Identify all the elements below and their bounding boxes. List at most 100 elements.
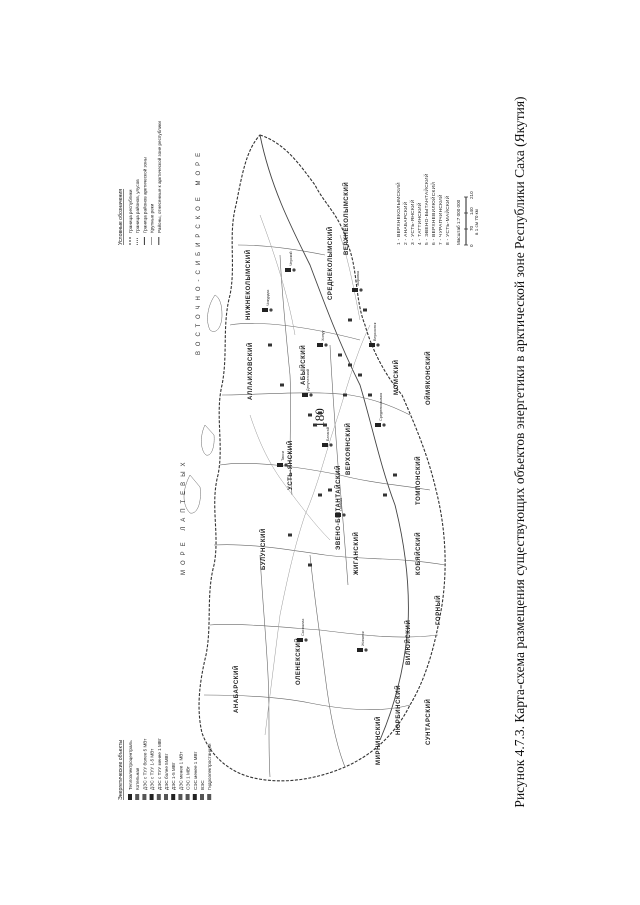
energy-object-marker: [277, 463, 283, 467]
scale-tick-label: 210: [469, 191, 474, 199]
sea-label-east-siberian: ВОСТОЧНО-СИБИРСКОЕ МОРЕ: [196, 148, 202, 355]
region-label: ВЕРХОЯНСКИЙ: [344, 423, 352, 475]
legend-energy-symbol: [135, 794, 140, 800]
legend-energy-item: ДЭС 1-5 МВт: [171, 761, 176, 790]
islands: [183, 294, 223, 514]
region-label: АНАБАРСКИЙ: [232, 665, 240, 713]
settlement-label: Черский: [289, 251, 293, 266]
numbered-list-item: 7 - ЧУРАПЧИНСКИЙ: [436, 194, 444, 245]
legend-energy-symbol: [171, 794, 176, 800]
energy-object-marker: [323, 423, 327, 427]
legend-energy-symbol: [178, 794, 183, 800]
legend-energy-item: ДЭС более 5МВт: [164, 753, 169, 790]
settlement-label: Депутатский: [306, 369, 310, 391]
legend-energy-item: СЭС менее 1 МВт: [193, 751, 198, 790]
region-label: БУЛУНСКИЙ: [259, 528, 267, 570]
arctic-zone-border: [259, 134, 409, 741]
settlement-dot: [292, 268, 296, 272]
scale-sub: в 1 см 70 км: [474, 209, 479, 235]
energy-object-marker: [285, 268, 291, 272]
energy-object-marker: [393, 473, 397, 477]
legend-energy-item: ДЭС с ТУУ 1-5 МВт: [150, 748, 155, 790]
legend-energy-symbol: [164, 794, 168, 800]
legend-energy-item: Гидроэлектростанция: [207, 743, 212, 790]
scale-label: Масштаб 1:7 000 000: [456, 199, 461, 245]
region-label: ТОМПОНСКИЙ: [414, 456, 422, 505]
settlement-label: Жиганск: [361, 631, 365, 646]
numbered-list-item: 1 - ВЕРХНЕКОЛЫМСКИЙ: [394, 182, 402, 245]
energy-object-marker: [363, 308, 367, 312]
settlement-label: Среднеколымск: [379, 393, 383, 421]
scale-tick-label: 70: [469, 225, 474, 231]
legend-symbol-item: Крупные реки: [150, 203, 155, 233]
figure-caption: Рисунок 4.7.3. Карта-схема размещения су…: [512, 96, 527, 808]
region-labels: АНАБАРСКИЙ ОЛЕНЕКСКИЙ БУЛУНСКИЙ ЖИГАНСКИ…: [232, 182, 442, 765]
legend-energy-symbol: [192, 794, 197, 800]
energy-object-marker: [358, 373, 362, 377]
region-label: НИЖНЕКОЛЫМСКИЙ: [244, 249, 252, 320]
energy-object-marker: [308, 563, 312, 567]
settlement-label: Батагай: [326, 427, 330, 441]
legend-energy-symbol: [142, 794, 147, 800]
energy-object-marker: [308, 413, 312, 417]
energy-object-marker: [313, 423, 317, 427]
region-label: МОМСКИЙ: [392, 360, 400, 395]
legend-energy-symbol: [156, 794, 161, 800]
settlement-dot: [269, 308, 273, 312]
energy-object-marker: [297, 638, 303, 642]
legend-energy-item: СЭС 1 МВт: [186, 765, 191, 790]
energy-object-marker: [288, 533, 292, 537]
republic-border: [198, 134, 446, 782]
map-svg: МОРЕ ЛАПТЕВЫХ ВОСТОЧНО-СИБИРСКОЕ МОРЕ АН…: [118, 121, 479, 800]
numbered-list-item: 8 - УСТЬ-МАЙСКИЙ: [443, 195, 451, 245]
settlement-dot: [382, 423, 386, 427]
legend-energy-symbol: [185, 794, 190, 800]
legend-energy-symbol: [207, 794, 212, 800]
energy-object-marker: [375, 423, 381, 427]
energy-object-marker: [268, 343, 272, 347]
region-label: НЮРБИНСКИЙ: [394, 685, 402, 735]
region-label: МИРНИНСКИЙ: [374, 716, 382, 765]
legend-symbol-item: Районы, отнесенные к арктической зоне ре…: [156, 121, 162, 233]
settlement-dot: [324, 343, 328, 347]
settlement-dot: [376, 343, 380, 347]
legend-energy: Энергетические объекты Теплоэлектроцентр…: [118, 737, 212, 800]
legend-symbol-item: Граница районов, улусов: [134, 179, 140, 233]
scale-tick-label: 140: [469, 207, 474, 215]
legend-symbol-item: Граница районов арктической зоны: [141, 157, 147, 233]
energy-object-marker: [348, 363, 352, 367]
energy-object-marker: [280, 383, 284, 387]
legend-energy-title: Энергетические объекты: [118, 740, 124, 800]
energy-object-marker: [318, 411, 322, 415]
energy-object-marker: [343, 393, 347, 397]
legend-energy-symbol: [200, 794, 204, 800]
settlement-dot: [309, 393, 313, 397]
energy-object-marker: [357, 648, 363, 652]
energy-object-marker: [383, 493, 387, 497]
region-label: УСТЬ-ЯНСКИЙ: [286, 440, 294, 490]
energy-object-marker: [368, 393, 372, 397]
settlement-label: Оленек: [339, 498, 343, 511]
map-figure: МОРЕ ЛАПТЕВЫХ ВОСТОЧНО-СИБИРСКОЕ МОРЕ АН…: [110, 95, 495, 815]
legend-energy-item: Теплоэлектроцентраль: [128, 740, 133, 790]
energy-object-marker: [262, 308, 268, 312]
legend-energy-item: ДЭС с ТУУ более 5 МВт: [142, 738, 147, 790]
settlement-dot: [359, 288, 363, 292]
settlement-label: Верхоянск: [373, 322, 377, 341]
region-label: СРЕДНЕКОЛЫМСКИЙ: [326, 226, 334, 300]
region-label: СУНТАРСКИЙ: [424, 699, 432, 745]
energy-object-marker: [302, 393, 308, 397]
numbered-list-item: 4 - ТАТТИНСКИЙ: [415, 202, 423, 245]
legend-energy-item: ДЭС менее 1 МВт: [178, 751, 183, 790]
numbered-list-item: 2 - АНАБАРСКИЙ: [401, 201, 409, 245]
settlement-dot: [342, 513, 346, 517]
settlements: ТиксиЧокурдахЧерскийЗырянкаБатагайДепута…: [262, 251, 397, 652]
legend-energy-item: Котельная: [135, 767, 140, 790]
numbered-list-item: 6 - ВЕРХНЕВИЛЮЙСКИЙ: [429, 182, 437, 245]
region-label: КОБЯЙСКИЙ: [414, 532, 422, 575]
settlement-label: Саскылах: [301, 618, 305, 636]
energy-object-marker: [335, 513, 341, 517]
